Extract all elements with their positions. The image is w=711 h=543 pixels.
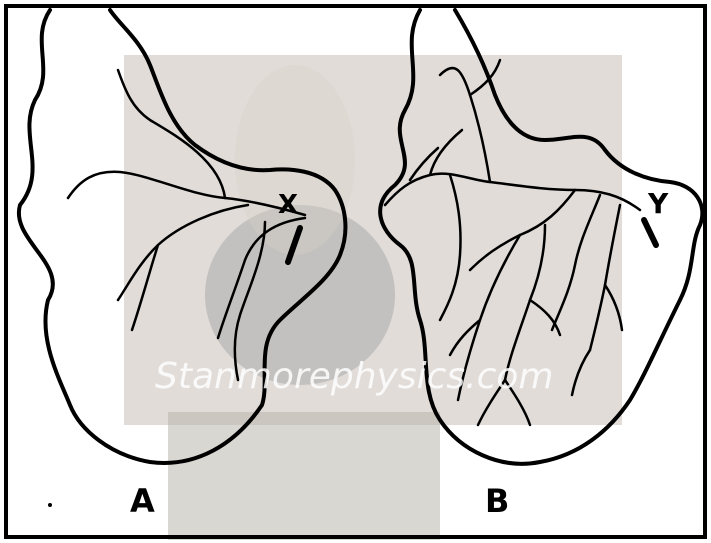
basin-label-a: A: [130, 482, 155, 520]
stray-dot: [48, 503, 52, 507]
point-label-x: X: [278, 190, 298, 220]
watermark-photo-plant: [235, 65, 355, 255]
basin-b-outlet-marker: [644, 220, 656, 245]
point-label-y: Y: [647, 187, 669, 220]
watermark-photo-background: [124, 55, 622, 540]
basin-label-b: B: [485, 482, 509, 520]
watermark-photo-lower: [168, 412, 440, 540]
watermark-text: Stanmorephysics.com: [155, 356, 554, 397]
